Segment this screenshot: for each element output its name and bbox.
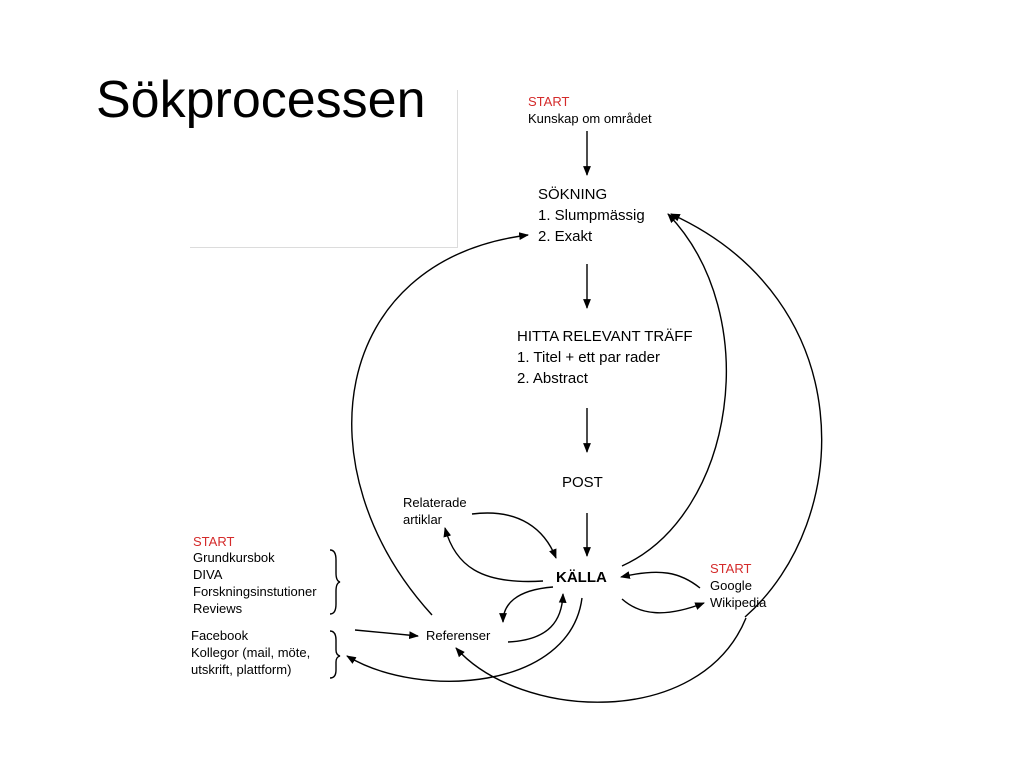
right-start-label: START — [710, 561, 752, 576]
left-start-item-2: DIVA — [193, 567, 223, 582]
sokning-heading: SÖKNING — [538, 186, 608, 203]
top-start-label: START — [528, 94, 570, 109]
brace-social-sources — [329, 630, 341, 679]
arrow-kalla-to-sokning-inner — [621, 213, 727, 567]
slide-title: Sökprocessen — [96, 71, 426, 129]
arrow-kalla-to-relaterade — [443, 527, 544, 583]
hitta-heading: HITTA RELEVANT TRÄFF — [517, 328, 693, 345]
arrow-referenser-to-kalla — [507, 593, 567, 643]
arrow-wikipedia-to-referenser — [455, 617, 747, 703]
arrow-kalla-to-social — [346, 597, 583, 682]
hitta-item-2: 2. Abstract — [517, 370, 588, 387]
arrow-google-to-kalla — [620, 571, 701, 589]
brace-start-sources — [329, 549, 341, 615]
left-start-label: START — [193, 534, 235, 549]
top-start-text: Kunskap om området — [528, 111, 652, 126]
left-start-item-1: Grundkursbok — [193, 550, 275, 565]
right-start-item-1: Google — [710, 578, 752, 593]
left-start-item-3: Forskningsinstutioner — [193, 584, 317, 599]
hitta-item-1: 1. Titel + ett par rader — [517, 349, 660, 366]
post-node: POST — [562, 474, 603, 491]
social-item-3: utskrift, plattform) — [191, 662, 292, 677]
arrow-referenser-to-sokning — [351, 232, 529, 616]
sokning-item-2: 2. Exakt — [538, 228, 593, 245]
title-placeholder-frame — [190, 90, 458, 248]
relaterade-line-2: artiklar — [403, 512, 443, 527]
kalla-node: KÄLLA — [556, 569, 607, 586]
relaterade-line-1: Relaterade — [403, 495, 467, 510]
arrow-relaterade-to-kalla — [471, 512, 557, 559]
sokning-item-1: 1. Slumpmässig — [538, 207, 645, 224]
referenser-node: Referenser — [426, 628, 491, 643]
right-start-item-2: Wikipedia — [710, 595, 767, 610]
arrow-kalla-to-wikipedia — [621, 598, 705, 614]
arrow-social-to-referenser — [354, 629, 419, 640]
arrow-wikipedia-to-sokning-outer — [670, 213, 823, 618]
left-start-item-4: Reviews — [193, 601, 243, 616]
arrow-kalla-to-referenser — [499, 586, 554, 623]
social-item-2: Kollegor (mail, möte, — [191, 645, 311, 660]
social-item-1: Facebook — [191, 628, 249, 643]
